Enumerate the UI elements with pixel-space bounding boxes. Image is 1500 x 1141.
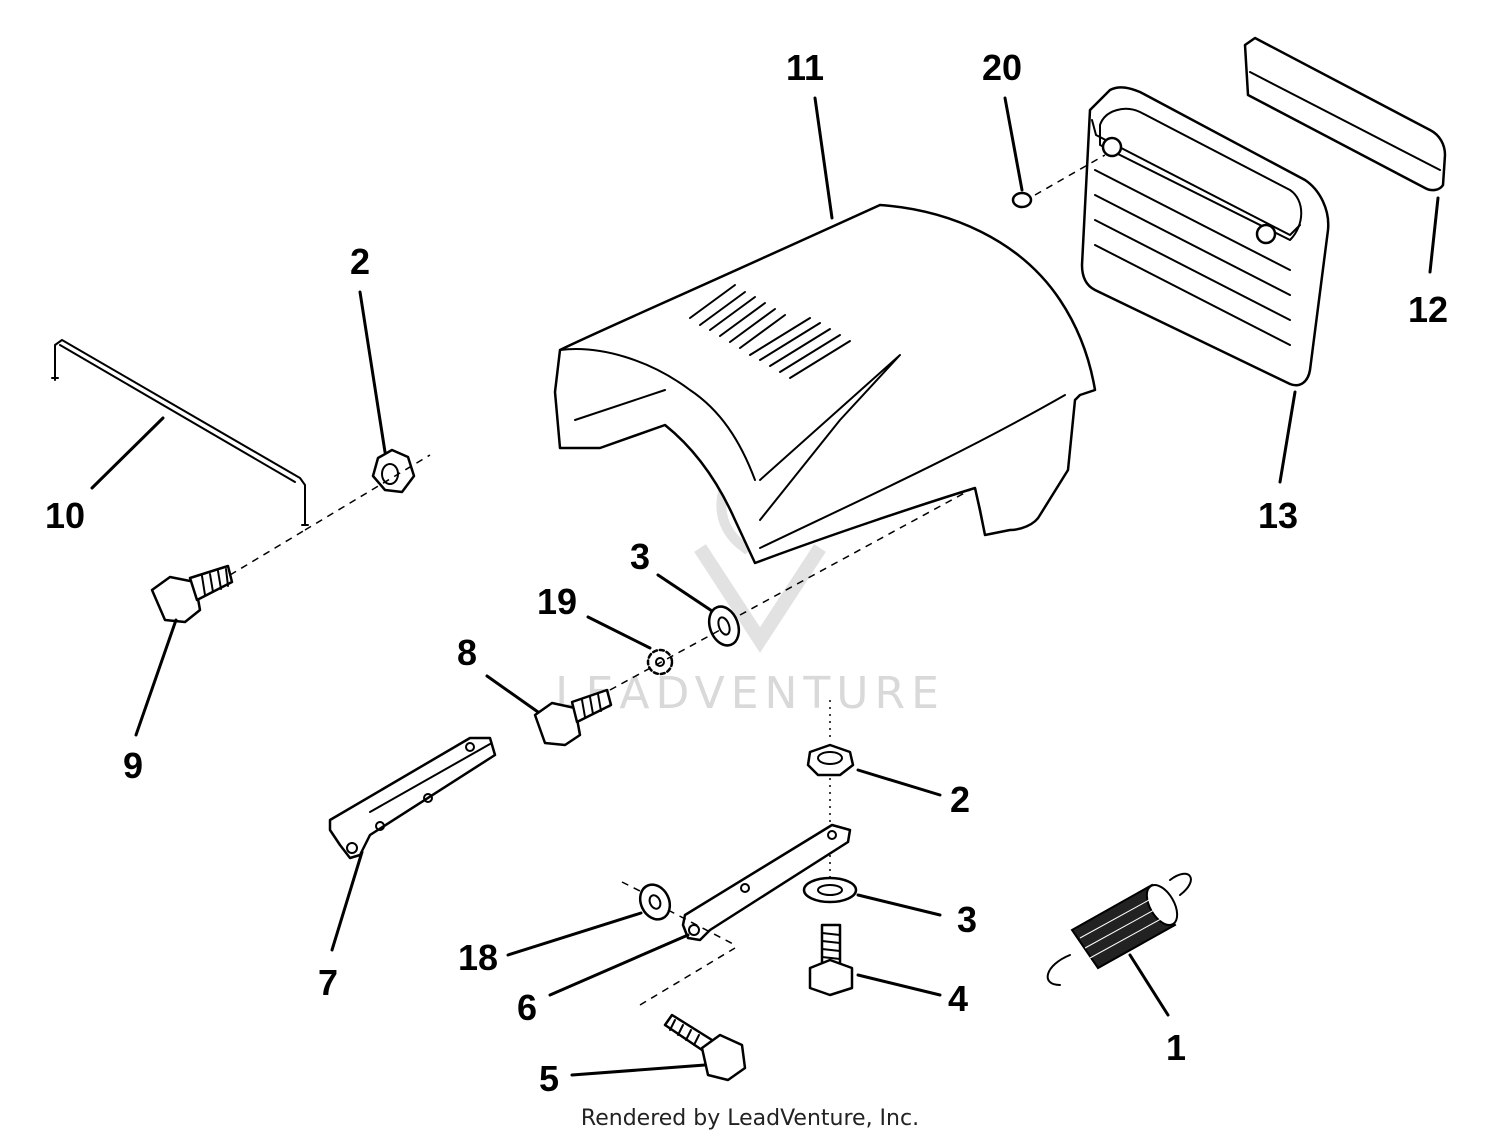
callout-labels: 11 20 12 13 2 10 9 3 19 8 2 3 4 7 18 6 5… (45, 47, 1448, 1099)
assembly-line-3 (739, 489, 971, 616)
hex-bolt-8[interactable] (533, 688, 613, 747)
hex-nut-lower[interactable] (806, 743, 855, 777)
callout-4: 4 (948, 978, 968, 1019)
callout-8: 8 (457, 632, 477, 673)
hood-bracket[interactable] (328, 736, 497, 860)
callout-2-lower: 2 (950, 779, 970, 820)
callout-3-lower: 3 (957, 899, 977, 940)
leader-1 (1128, 953, 1170, 1017)
watermark: LEADVENTURE (555, 447, 945, 719)
leader-3a (656, 573, 714, 613)
callout-18: 18 (458, 937, 498, 978)
leader-20 (1003, 96, 1024, 192)
leader-7 (330, 850, 364, 952)
hood-shroud[interactable] (553, 203, 1097, 565)
callout-12: 12 (1408, 289, 1448, 330)
assembly-line-2 (304, 454, 431, 531)
leader-12 (1428, 196, 1440, 274)
callout-13: 13 (1258, 495, 1298, 536)
leader-3b (856, 893, 942, 917)
leader-5 (570, 1063, 707, 1077)
callout-3-upper: 3 (630, 536, 650, 577)
hex-bolt-9[interactable] (150, 564, 234, 624)
hex-bolt-4[interactable] (808, 923, 854, 997)
flat-washer-18[interactable] (635, 880, 676, 924)
flat-washer-lower[interactable] (802, 876, 858, 904)
hex-bolt-5[interactable] (663, 1013, 747, 1082)
grille-mount-hole-right (1255, 223, 1277, 245)
callout-9: 9 (123, 745, 143, 786)
leader-lines (90, 96, 1440, 1077)
leader-19 (586, 615, 652, 650)
plug[interactable] (1011, 191, 1033, 209)
callout-6: 6 (517, 987, 537, 1028)
assembly-line-19 (609, 629, 721, 691)
leader-11 (813, 96, 834, 220)
watermark-text: LEADVENTURE (555, 668, 945, 719)
assembly-line-9 (229, 529, 306, 576)
leader-4 (856, 973, 942, 997)
callout-2-upper: 2 (350, 241, 370, 282)
leader-18 (506, 911, 643, 957)
leader-2b (856, 768, 942, 797)
leader-13 (1278, 390, 1297, 484)
leader-9 (134, 618, 178, 737)
leader-2a (358, 290, 387, 454)
callout-11: 11 (786, 47, 824, 88)
callout-7: 7 (318, 962, 338, 1003)
leader-6 (548, 933, 690, 997)
hood-rod[interactable] (51, 339, 309, 526)
callout-10: 10 (45, 495, 85, 536)
callout-5: 5 (539, 1058, 559, 1099)
grille-mount-hole-left (1101, 136, 1123, 158)
extension-spring[interactable] (1046, 872, 1192, 986)
callout-20: 20 (982, 47, 1022, 88)
hood-vent-slots (689, 284, 851, 379)
assembly-line-5 (639, 947, 736, 1006)
flat-washer-upper[interactable] (704, 602, 744, 649)
leader-8 (485, 674, 540, 714)
bracket-plate[interactable] (681, 823, 852, 942)
callout-19: 19 (537, 581, 577, 622)
leader-10 (90, 416, 165, 490)
grille[interactable] (1080, 86, 1330, 387)
grille-insert[interactable] (1243, 36, 1447, 192)
footer-credit: Rendered by LeadVenture, Inc. (580, 1106, 920, 1131)
callout-1: 1 (1166, 1027, 1186, 1068)
hex-nut-upper[interactable] (371, 448, 416, 494)
assembly-line-18 (621, 881, 643, 893)
assembly-line-20 (1034, 154, 1106, 196)
